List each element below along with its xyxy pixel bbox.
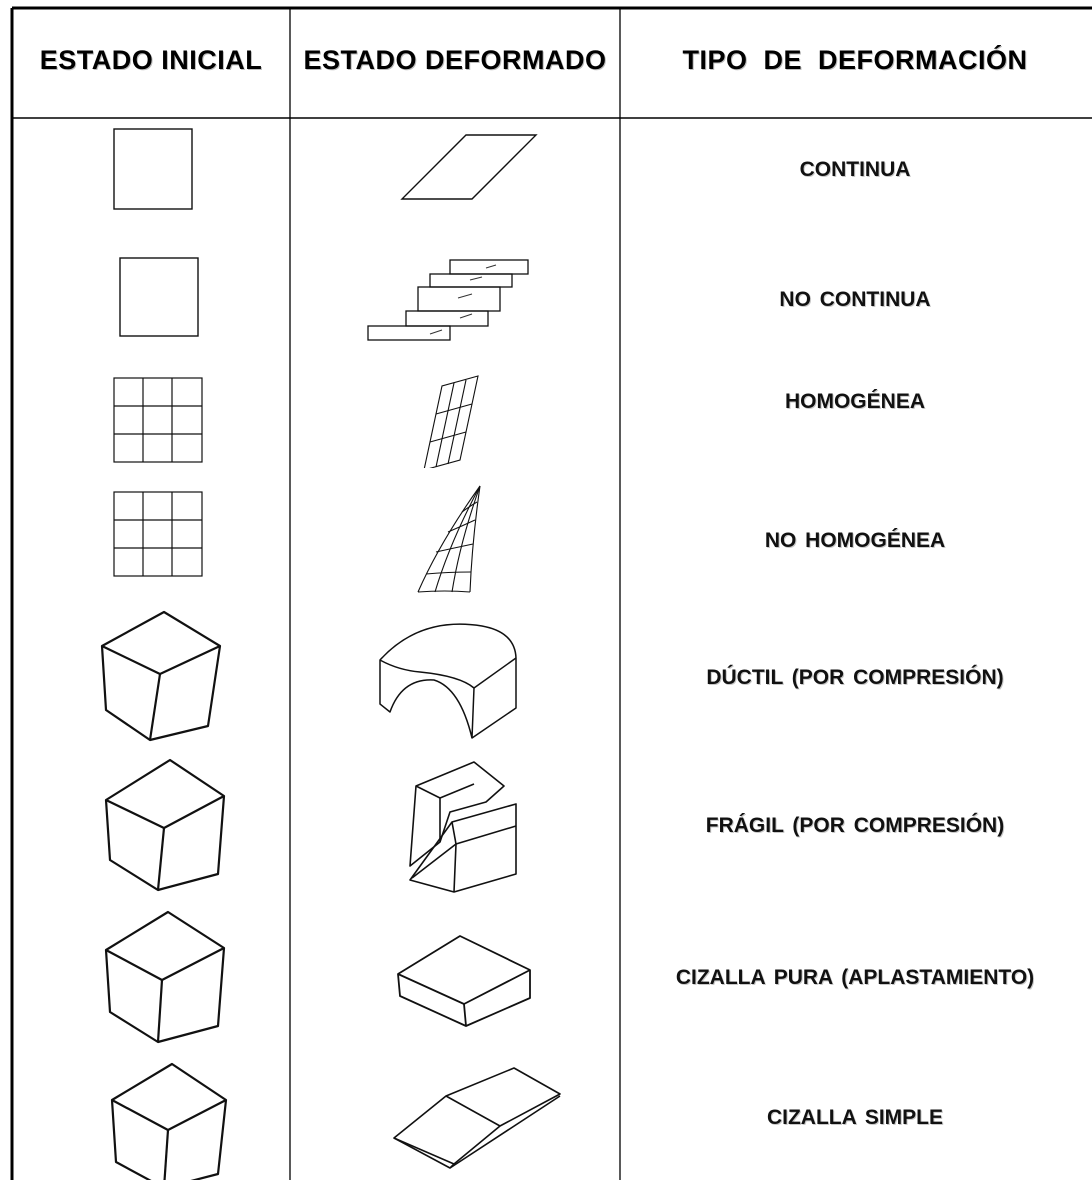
square-icon [12,250,290,350]
table-row: DÚCTIL (POR COMPRESIÓN) [0,608,1092,748]
fractured-cube-icon [290,756,620,896]
deformation-type-label: FRÁGIL (POR COMPRESIÓN) [705,814,1005,837]
stepped-blocks-icon [290,250,620,350]
table-row: NO CONTINUA [0,250,1092,350]
deformation-type-label: DÚCTIL (POR COMPRESIÓN) [706,666,1004,689]
header-estado-inicial: ESTADO INICIAL [39,44,263,75]
arched-block-icon [290,608,620,748]
flattened-box-icon [290,908,620,1048]
table-row: HOMOGÉNEA [0,368,1092,468]
curved-grid-icon [290,482,620,600]
cube-icon [12,608,290,748]
deformation-type-label: NO CONTINUA [779,288,931,311]
grid-square-icon [12,482,290,582]
table-row: FRÁGIL (POR COMPRESIÓN) [0,756,1092,896]
cube-icon [12,756,290,896]
parallelogram-icon [290,125,620,215]
sheared-grid-icon [290,368,620,468]
table-row: CIZALLA PURA (APLASTAMIENTO) [0,908,1092,1048]
deformation-type-label: CIZALLA SIMPLE [766,1106,944,1129]
table-row: CONTINUA [0,125,1092,215]
sheared-wedge-icon [290,1056,620,1180]
header-estado-deformado: ESTADO DEFORMADO [303,44,607,75]
cube-icon [12,908,290,1048]
table-row: NO HOMOGÉNEA [0,482,1092,600]
deformation-type-label: CIZALLA PURA (APLASTAMIENTO) [675,966,1035,989]
header-tipo-deformacion: TIPO DE DEFORMACIÓN [682,44,1028,75]
deformation-type-label: NO HOMOGÉNEA [764,529,946,552]
cube-icon [12,1056,290,1180]
grid-square-icon [12,368,290,468]
square-icon [12,125,290,215]
table-row: CIZALLA SIMPLE [0,1056,1092,1180]
deformation-type-label: HOMOGÉNEA [784,390,925,413]
deformation-type-label: CONTINUA [799,158,911,181]
